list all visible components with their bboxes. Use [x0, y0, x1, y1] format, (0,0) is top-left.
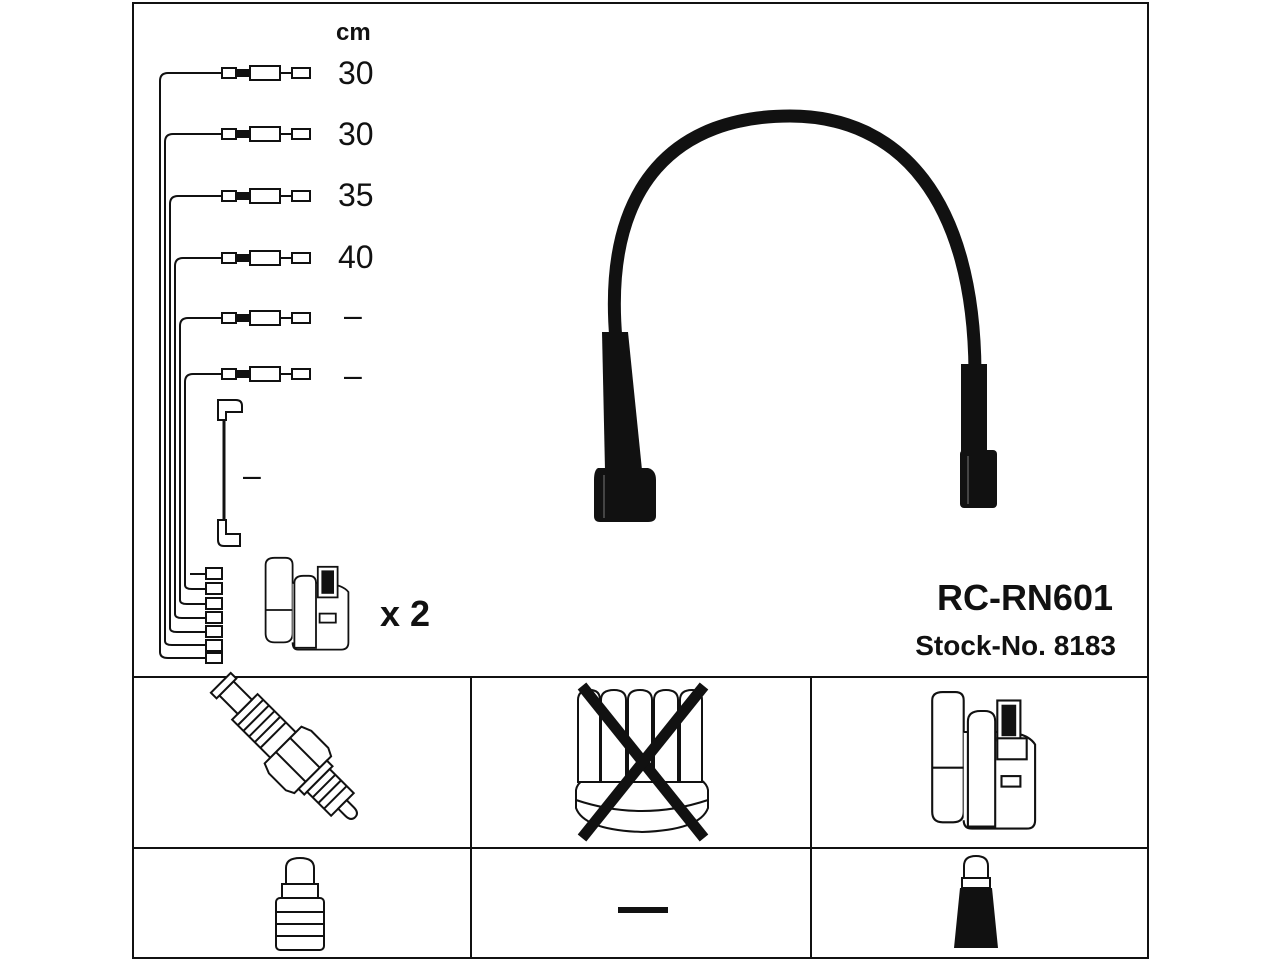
lead-set-schematic: [159, 65, 311, 664]
coil-pack-icon: [931, 691, 1037, 830]
lead-length-6: –: [344, 357, 362, 393]
not-applicable-dash: [618, 907, 668, 913]
lead-length-4: 40: [338, 239, 374, 275]
lead-1: [221, 65, 311, 81]
not-included-cross-icon: [577, 682, 709, 842]
lead-length-2: 30: [338, 116, 374, 152]
lead-5: [221, 310, 311, 326]
unit-label: cm: [336, 19, 371, 46]
spark-plug-icon: [209, 671, 358, 820]
frame: [132, 2, 1149, 959]
coil-terminal-stack: [205, 567, 223, 664]
coil-boot-icon: [954, 854, 998, 948]
lead-6: [221, 366, 311, 382]
lead-2: [221, 126, 311, 142]
bridge-lead: [217, 399, 243, 547]
lead-length-1: 30: [338, 55, 374, 91]
lead-4: [221, 250, 311, 266]
lead-length-5: –: [344, 297, 362, 333]
lead-length-3: 35: [338, 177, 374, 213]
stock-number: Stock-No. 8183: [915, 630, 1116, 661]
ignition-lead-icon: [594, 109, 997, 522]
bridge-length: –: [243, 457, 261, 493]
multiplier-label: x 2: [380, 593, 430, 634]
product-code: RC-RN601: [937, 577, 1113, 618]
ignition-coil-pack-icon: [264, 556, 350, 651]
plug-boot-icon: [275, 856, 325, 951]
lead-3: [221, 188, 311, 204]
